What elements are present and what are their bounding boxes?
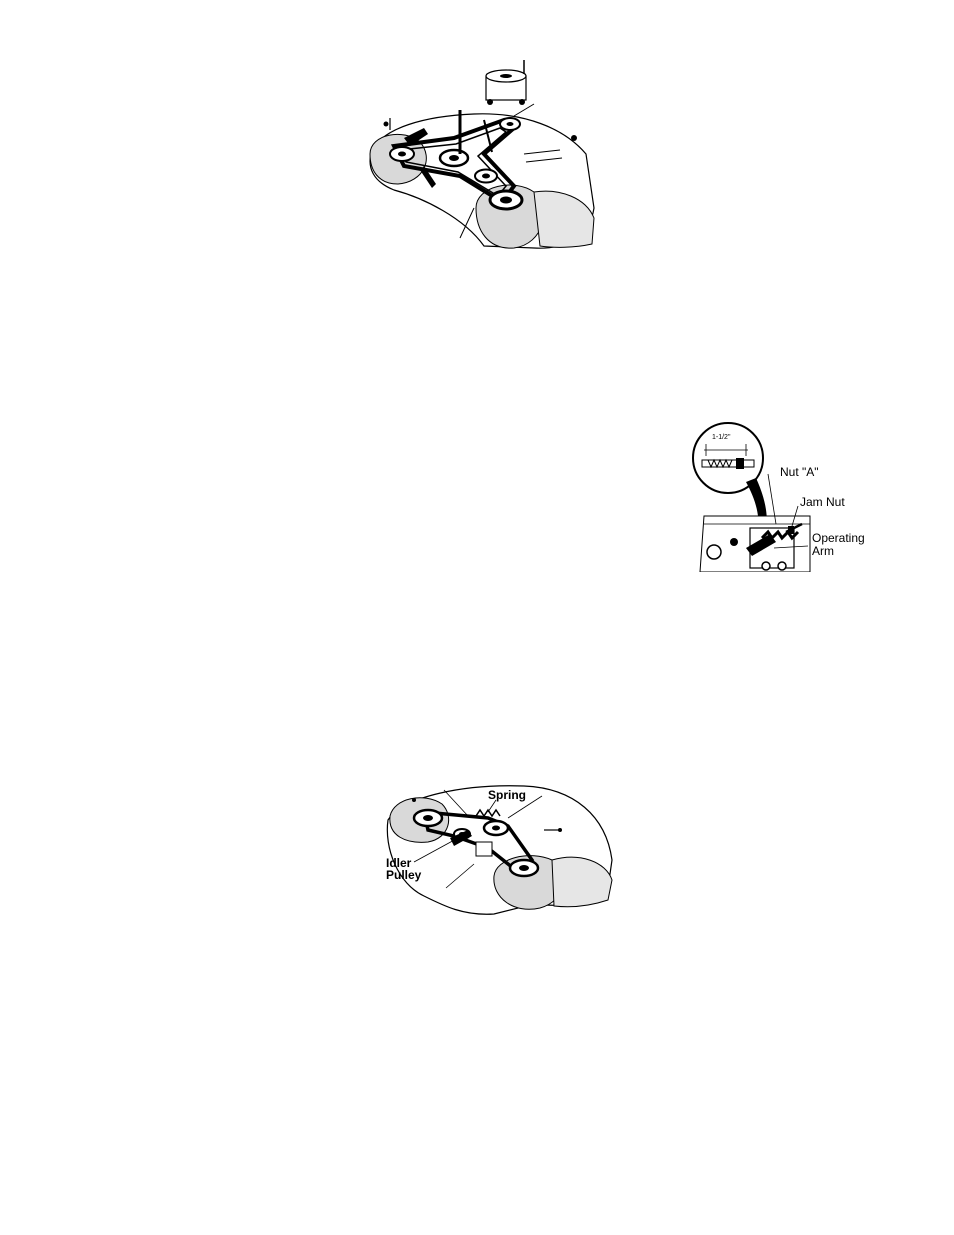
- pulley-left: [414, 810, 442, 826]
- operating-arm-label-line2: Arm: [812, 545, 834, 558]
- fastener-left: [412, 798, 416, 802]
- fastener-right: [558, 828, 562, 832]
- figure-deck-belt-removal: [364, 58, 600, 252]
- frame-bolt-4: [778, 562, 786, 570]
- leader-top-right: [514, 104, 534, 116]
- nut-a-label: Nut "A": [780, 466, 819, 479]
- inset-nut: [736, 458, 744, 469]
- idler-pulley-label-line2: Pulley: [386, 869, 421, 882]
- jam-nut-label: Jam Nut: [800, 496, 845, 509]
- pulley-middle-right: [475, 170, 497, 183]
- jam-nut-shape: [788, 526, 794, 534]
- pulley-upper-right: [500, 118, 520, 130]
- inset-dimension-label: 1-1/2": [712, 434, 730, 442]
- pulley-center: [484, 821, 508, 835]
- spring-label: Spring: [488, 789, 526, 802]
- frame-bolt-2: [730, 538, 738, 546]
- deck-bracket: [476, 842, 492, 856]
- pulley-center: [440, 150, 468, 166]
- frame-bolt-1: [707, 545, 721, 559]
- frame-bolt-3: [762, 562, 770, 570]
- pulley-left: [390, 147, 414, 161]
- fastener-left: [384, 122, 389, 127]
- pulley-lower-right: [490, 191, 522, 209]
- figure-cable-adjustment: 1-1/2" Nut "A" Jam Nut Operating Arm: [690, 420, 860, 572]
- fastener-right: [571, 135, 577, 141]
- electric-clutch: [486, 70, 526, 105]
- deck-belt-removal-drawing: [364, 58, 600, 252]
- pulley-right: [510, 860, 538, 876]
- figure-deck-idler-spring: Spring Idler Pulley: [384, 776, 616, 918]
